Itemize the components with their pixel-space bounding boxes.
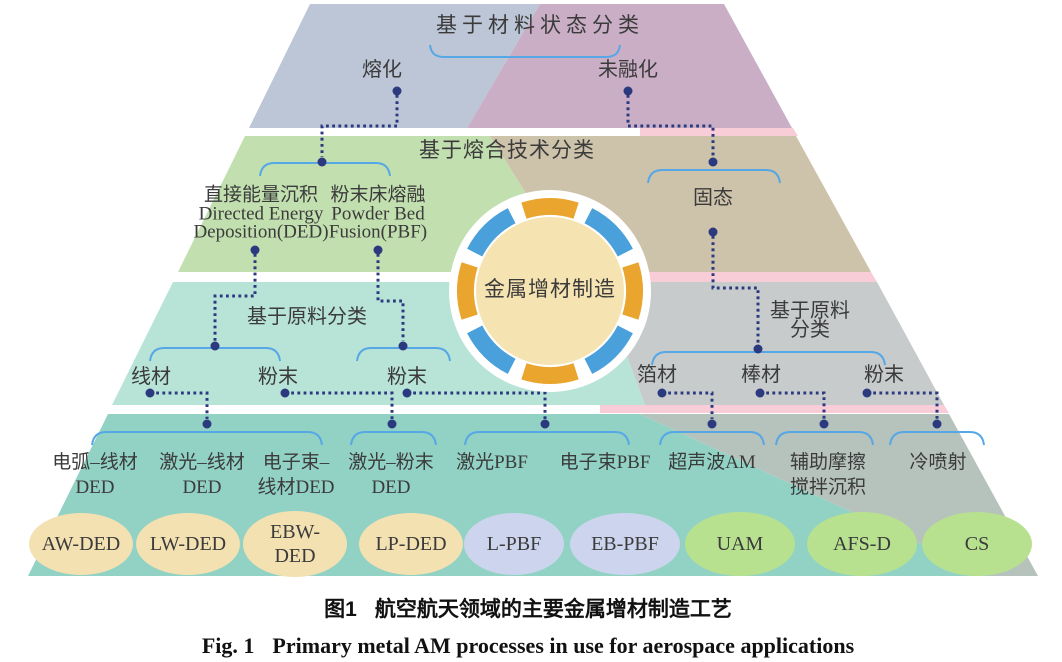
caption-zh-number: 图1: [324, 598, 357, 621]
node-melted: 熔化: [362, 59, 402, 81]
pink-stripe-2: [580, 272, 877, 282]
node-foil: 箔材: [637, 364, 677, 386]
process-eb-pbf: 电子束PBF: [559, 452, 651, 473]
bracket-cs: [889, 431, 985, 446]
caption-zh-text: 航空航天领域的主要金属增材制造工艺: [374, 598, 732, 621]
node-ded: 直接能量沉积 Directed Energy Deposition(DED): [193, 184, 329, 243]
center-ring: [449, 190, 651, 392]
process-l-pbf: 激光PBF: [456, 452, 528, 473]
process-ebw-ded: 电子束–线材DED: [257, 452, 335, 498]
pink-stripe-1: [640, 128, 798, 136]
oval-eb-pbf: EB-PBF: [570, 513, 680, 575]
bracket-material-state: [429, 44, 621, 58]
bracket-wire-processes: [91, 431, 323, 446]
oval-afs-d: AFS-D: [807, 512, 917, 576]
oval-l-pbf: L-PBF: [464, 513, 564, 575]
oval-uam: UAM: [685, 512, 795, 576]
caption-english: Fig. 1 Primary metal AM processes in use …: [202, 633, 854, 659]
band1-right-unmelted: [467, 4, 792, 128]
node-powder-pbf: 粉末: [387, 366, 427, 388]
title-feedstock-left: 基于原料分类: [247, 306, 367, 328]
band1-left-melted: [249, 4, 540, 128]
center-ring-label: 金属增材制造: [484, 277, 616, 301]
oval-lp-ded: LP-DED: [359, 513, 463, 575]
title-material-state: 基于材料状态分类: [436, 13, 644, 37]
process-cs: 冷喷射: [909, 452, 967, 473]
bracket-afsd: [775, 431, 874, 446]
node-pbf: 粉末床熔融 Powder Bed Fusion(PBF): [328, 184, 428, 243]
caption-en-number: Fig. 1: [201, 633, 255, 658]
node-powder-right: 粉末: [864, 364, 904, 386]
bracket-lp-ded: [350, 431, 437, 446]
title-fusion-technology: 基于熔合技术分类: [419, 138, 595, 162]
oval-aw-ded: AW-DED: [29, 513, 133, 575]
oval-cs: CS: [922, 512, 1032, 576]
node-unmelted: 未融化: [598, 59, 658, 81]
band3-right-feedstock: [600, 282, 944, 405]
node-powder-ded: 粉末: [258, 366, 298, 388]
caption-en-text: Primary metal AM processes in use for ae…: [272, 633, 855, 658]
title-feedstock-right: 基于原料 分类: [770, 300, 850, 341]
process-afsd: 辅助摩擦搅拌沉积: [789, 452, 867, 498]
bracket-solid: [647, 169, 781, 184]
process-uam: 超声波AM: [668, 452, 756, 473]
dotted-connectors: [150, 95, 939, 419]
bracket-pbf-processes: [464, 431, 630, 446]
oval-ebw-ded: EBW-DED: [243, 511, 347, 577]
node-wire: 线材: [131, 366, 171, 388]
caption-chinese: 图1 航空航天领域的主要金属增材制造工艺: [324, 593, 732, 623]
oval-lw-ded: LW-DED: [136, 513, 240, 575]
bracket-foil-rod-powder: [651, 351, 886, 366]
node-rod: 棒材: [741, 364, 781, 386]
bracket-uam: [659, 431, 765, 446]
node-solid-state: 固态: [693, 187, 733, 209]
node-dots: [145, 86, 942, 429]
pink-stripe-3: [600, 405, 949, 413]
